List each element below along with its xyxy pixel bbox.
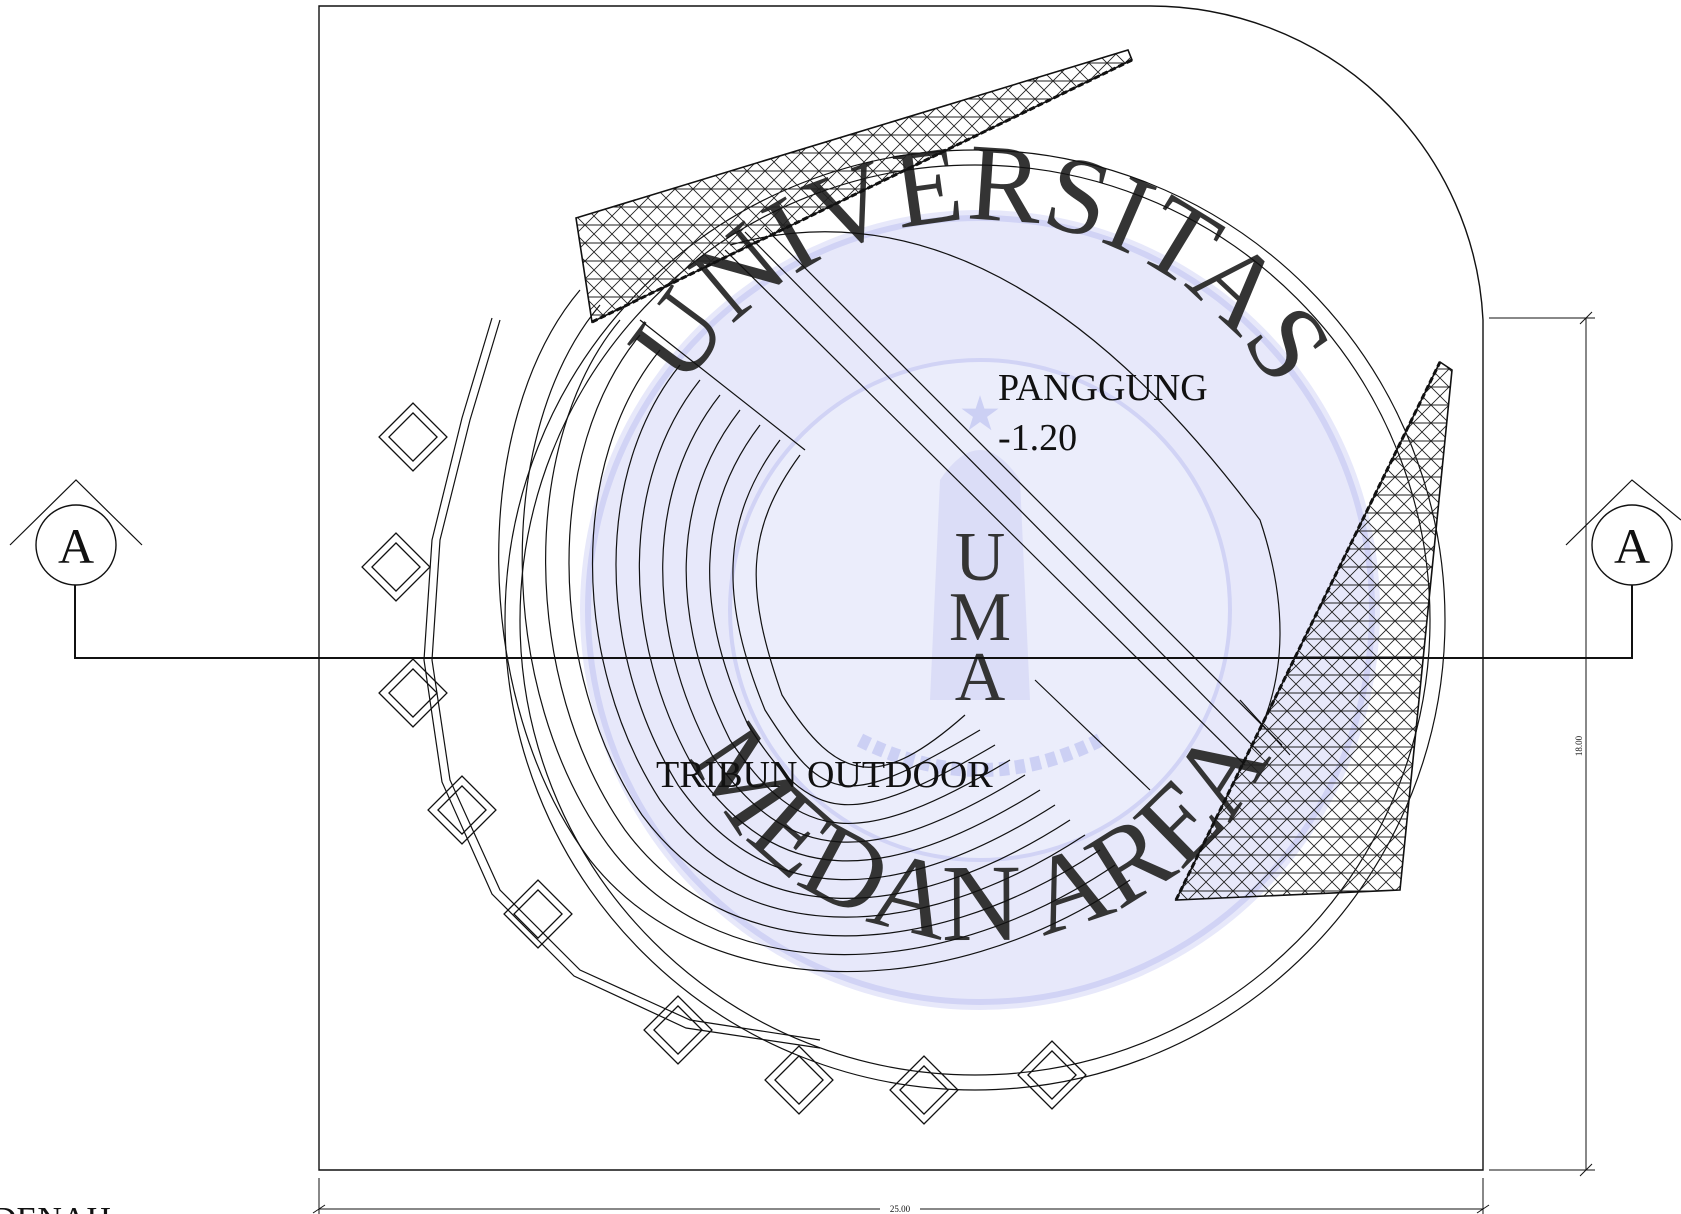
section-marker-right: A [1565,479,1681,586]
stage-label: PANGGUNG [998,367,1208,409]
watermark-letter-a: A [955,639,1006,716]
planter-box [503,879,573,949]
planter-box [643,995,713,1065]
watermark-torch-icon [930,450,1030,700]
site-boundary [318,5,1484,1171]
planter-box [1017,1040,1087,1110]
planter-box [378,658,448,728]
planter-box [361,532,431,602]
watermark-star-icon: ★ [958,388,1001,441]
planter-box [889,1055,959,1125]
section-marker-left-letter: A [58,518,94,574]
section-marker-right-letter: A [1614,518,1650,574]
watermark-wreath-icon [856,733,1104,777]
amphitheater-outer-rings [423,149,1446,1091]
dimension-height [1489,311,1595,1177]
dimension-height-label: 18.00 [1574,735,1584,756]
planter-box [378,402,448,472]
tribune-tiers [498,289,1151,973]
watermark-seal: UNIVERSITAS MEDAN AREA ★ U M A [580,121,1380,1010]
canopy-right [1174,360,1453,901]
planter-boxes [361,402,1087,1125]
watermark-letter-m: M [949,579,1011,656]
dimension-width-label: 25.00 [890,1204,911,1214]
watermark-letter-u: U [955,519,1006,596]
canopy-upper [575,49,1134,324]
planter-box [427,775,497,845]
tribune-label: TRIBUN OUTDOOR [656,754,993,796]
section-marker-left: A [9,479,143,586]
stage-level-label: -1.20 [998,417,1077,459]
section-line [74,555,1633,659]
drawing-title: DENAH [0,1201,111,1214]
planter-box [764,1045,834,1115]
dimension-width [312,1178,1490,1214]
